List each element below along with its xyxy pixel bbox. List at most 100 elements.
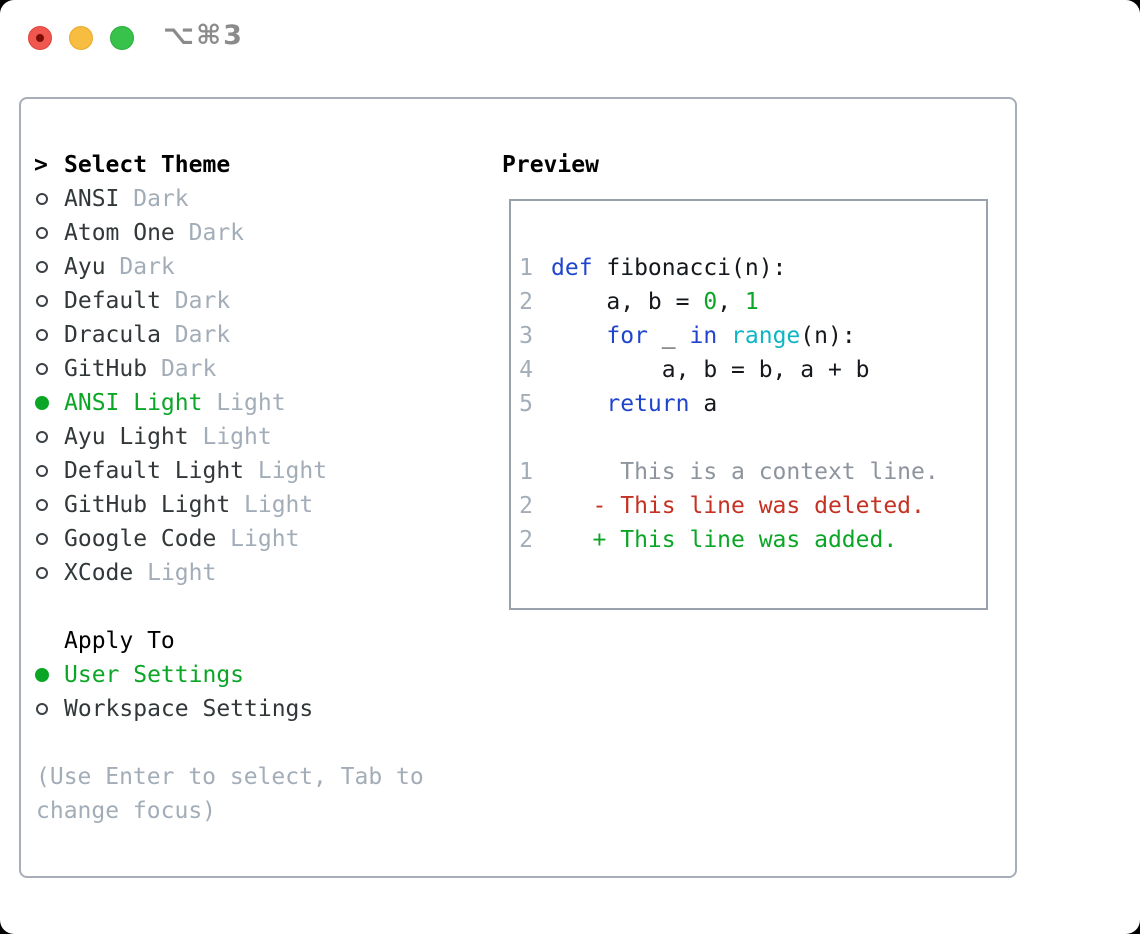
theme-option[interactable]: Google Code Light [34, 522, 327, 556]
radio-selected-icon [35, 396, 49, 410]
variant-tag: Dark [174, 220, 245, 246]
theme-option[interactable]: ANSI Dark [34, 182, 327, 216]
line-content: a, b = 0, 1 [551, 289, 759, 315]
theme-label: GitHub [64, 356, 148, 382]
radio-marker [34, 295, 64, 307]
radio-marker [34, 499, 64, 511]
diff-line: 1 This is a context line. [519, 455, 939, 489]
radio-icon [36, 567, 48, 579]
diff-line: 2 - This line was deleted. [519, 489, 939, 523]
preview-heading: Preview [502, 152, 599, 178]
window-title: ⌥⌘3 [163, 20, 244, 51]
theme-option[interactable]: Ayu Dark [34, 250, 327, 284]
help-text: (Use Enter to select, Tab to change focu… [36, 764, 424, 824]
radio-marker [34, 329, 64, 341]
radio-marker [34, 227, 64, 239]
close-button-icon[interactable] [28, 26, 52, 50]
theme-label: Atom One [64, 220, 175, 246]
theme-option[interactable]: XCode Light [34, 556, 327, 590]
apply-target-label: Workspace Settings [64, 696, 314, 722]
code-line: 3 for _ in range(n): [519, 319, 870, 353]
line-number: 5 [519, 391, 533, 417]
radio-icon [36, 193, 48, 205]
line-content: - This line was deleted. [551, 493, 925, 519]
theme-option[interactable]: GitHub Dark [34, 352, 327, 386]
line-number: 1 [519, 255, 533, 281]
theme-label: Ayu Light [64, 424, 189, 450]
radio-icon [36, 465, 48, 477]
radio-marker [34, 465, 64, 477]
traffic-lights [28, 26, 134, 50]
radio-marker [34, 567, 64, 579]
radio-icon [36, 703, 48, 715]
code-line: 2 a, b = 0, 1 [519, 285, 870, 319]
line-content: return a [606, 391, 718, 417]
theme-option[interactable]: Ayu Light Light [34, 420, 327, 454]
apply-target-option[interactable]: User Settings [34, 658, 313, 692]
apply-target-option[interactable]: Workspace Settings [34, 692, 313, 726]
code-line: 5 return a [519, 387, 870, 421]
theme-option[interactable]: ANSI Light Light [34, 386, 327, 420]
theme-selector-heading: Select Theme [64, 152, 231, 178]
theme-label: Default Light [64, 458, 245, 484]
focus-caret-icon: > [34, 152, 48, 178]
radio-icon [36, 533, 48, 545]
radio-marker [34, 396, 64, 410]
radio-marker [34, 193, 64, 205]
radio-icon [36, 431, 48, 443]
theme-label: XCode [64, 560, 134, 586]
theme-label: ANSI Light [64, 390, 203, 416]
line-content: This is a context line. [551, 459, 939, 485]
zoom-button-icon[interactable] [110, 26, 134, 50]
theme-selector-heading-row: > Select Theme [34, 148, 327, 182]
radio-icon [36, 329, 48, 341]
theme-label: GitHub Light [64, 492, 231, 518]
minimize-button-icon[interactable] [69, 26, 93, 50]
radio-icon [36, 295, 48, 307]
radio-marker [34, 261, 64, 273]
theme-option[interactable]: GitHub Light Light [34, 488, 327, 522]
variant-tag: Light [188, 424, 272, 450]
variant-tag: Dark [105, 254, 175, 280]
preview-box [509, 199, 988, 610]
theme-label: ANSI [64, 186, 120, 212]
apply-target-label: User Settings [64, 662, 245, 688]
code-line: 1 def fibonacci(n): [519, 251, 870, 285]
theme-label: Google Code [64, 526, 217, 552]
radio-marker [34, 533, 64, 545]
diff-line: 2 + This line was added. [519, 523, 939, 557]
line-number: 2 [519, 493, 533, 519]
line-number: 3 [519, 323, 533, 349]
radio-selected-icon [35, 668, 49, 682]
apply-to-heading-row: Apply To [34, 624, 313, 658]
variant-tag: Light [244, 458, 328, 484]
line-content: a, b = b, a + b [551, 357, 870, 383]
line-number: 2 [519, 289, 533, 315]
line-number: 2 [519, 527, 533, 553]
radio-icon [36, 261, 48, 273]
line-number: 4 [519, 357, 533, 383]
theme-label: Default [64, 288, 161, 314]
preview-diff: 1 This is a context line.2 - This line w… [519, 455, 939, 557]
theme-label: Dracula [64, 322, 161, 348]
variant-tag: Dark [147, 356, 217, 382]
line-content: for _ in range(n): [606, 323, 856, 349]
radio-marker [34, 703, 64, 715]
theme-option[interactable]: Default Dark [34, 284, 327, 318]
radio-icon [36, 499, 48, 511]
radio-marker [34, 431, 64, 443]
apply-to-heading: Apply To [64, 628, 175, 654]
theme-option[interactable]: Atom One Dark [34, 216, 327, 250]
variant-tag: Light [202, 390, 286, 416]
variant-tag: Dark [119, 186, 189, 212]
theme-option[interactable]: Dracula Dark [34, 318, 327, 352]
theme-option[interactable]: Default Light Light [34, 454, 327, 488]
code-line: 4 a, b = b, a + b [519, 353, 870, 387]
line-content: def fibonacci(n): [551, 255, 787, 281]
variant-tag: Light [230, 492, 314, 518]
variant-tag: Dark [160, 322, 231, 348]
